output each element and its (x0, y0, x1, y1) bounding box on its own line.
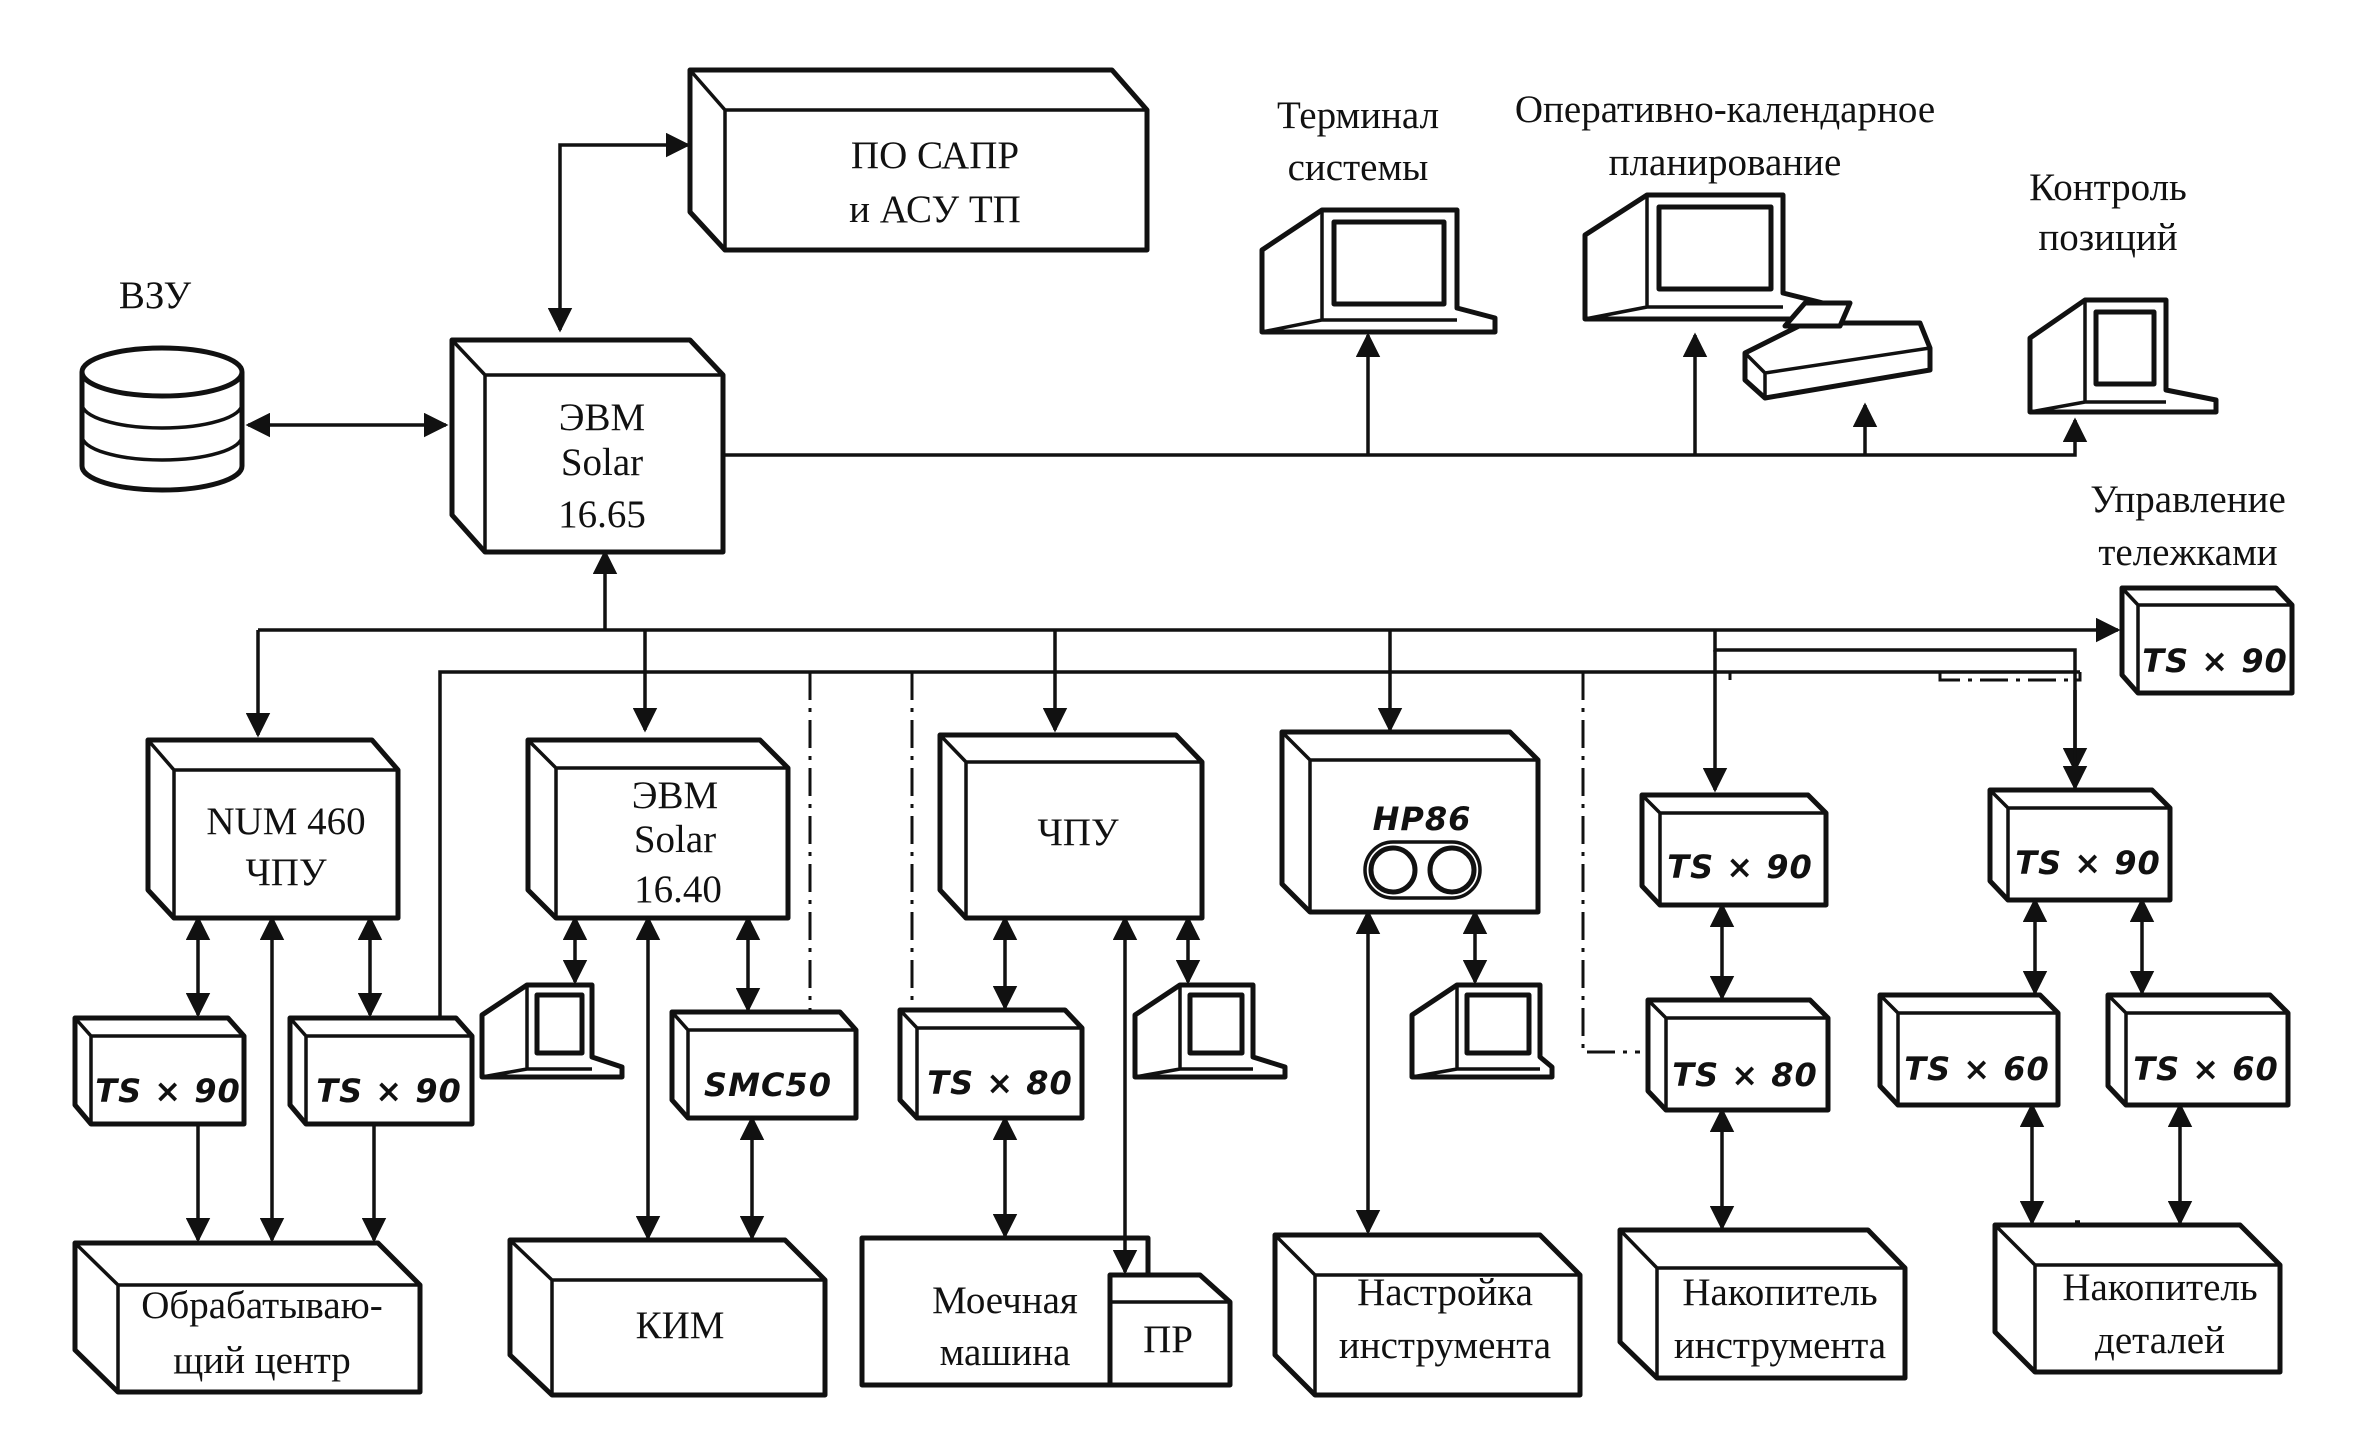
chpu-label: ЧПУ (1037, 811, 1119, 854)
hp86-box: HP86 (1279, 729, 1541, 915)
washing-machine-box: Моечная машина ПР (859, 1235, 1233, 1388)
vzu-label: ВЗУ (119, 274, 192, 317)
evm-main-line1: ЭВМ (559, 396, 645, 439)
smc50-box: SMC50 (669, 1009, 859, 1121)
po-sapr-line1: ПО САПР (851, 134, 1019, 177)
kim-label: КИМ (636, 1304, 725, 1347)
col6-ts60-left-label: TS × 60 (1904, 1050, 2050, 1088)
terminal-label-2: системы (1288, 146, 1429, 189)
parts-storage-box: Накопитель деталей (1992, 1222, 2283, 1375)
col6-ts60-left-box: TS × 60 (1877, 992, 2061, 1108)
printer-icon (1742, 300, 1933, 401)
hp86-terminal-icon (1409, 982, 1555, 1080)
machining-center-box: Обрабатываю- щий центр (72, 1240, 423, 1395)
col6-ts90-label: TS × 90 (2015, 844, 2161, 882)
evm-1640-box: ЭВМ Solar 16.40 (525, 737, 791, 921)
hp86-label: HP86 (1373, 800, 1472, 838)
position-control-label-1: Контроль (2029, 166, 2187, 209)
tool-setup-line1: Настройка (1357, 1271, 1533, 1314)
col3-terminal-icon (1132, 982, 1288, 1080)
col5-ts80-label: TS × 80 (1672, 1056, 1818, 1094)
col6-ts90-box: TS × 90 (1987, 787, 2173, 903)
evm-1640-line3: 16.40 (634, 868, 722, 911)
evm-1640-line2: Solar (634, 818, 716, 861)
evm-1640-line1: ЭВМ (632, 774, 718, 817)
tool-setup-box: Настройка инструмента (1272, 1232, 1583, 1398)
pr-label: ПР (1143, 1318, 1193, 1361)
col5-ts80-box: TS × 80 (1645, 997, 1831, 1113)
tool-setup-line2: инструмента (1339, 1324, 1551, 1367)
col3-ts80-label: TS × 80 (927, 1064, 1073, 1102)
parts-storage-line1: Накопитель (2062, 1266, 2257, 1309)
col1-ts90-right-box: TS × 90 (287, 1015, 475, 1127)
tool-storage-line1: Накопитель (1682, 1271, 1877, 1314)
planning-label-1: Оперативно-календарное (1515, 88, 1935, 131)
evm-1640-terminal-icon (479, 982, 625, 1080)
chpu-box: ЧПУ (937, 732, 1205, 921)
washing-machine-line1: Моечная (932, 1279, 1078, 1322)
col1-ts90-right-label: TS × 90 (316, 1072, 462, 1110)
col6-ts60-right-label: TS × 60 (2133, 1050, 2279, 1088)
tool-storage-box: Накопитель инструмента (1617, 1227, 1908, 1381)
cart-control-label-1: Управление (2090, 478, 2286, 521)
smc50-label: SMC50 (704, 1066, 832, 1104)
planning-computer-icon (1582, 192, 1826, 322)
vzu-storage: ВЗУ (79, 274, 245, 493)
evm-main-box: ЭВМ Solar 16.65 (449, 337, 726, 555)
cart-control-ts90-label: TS × 90 (2142, 642, 2288, 680)
tool-storage-line2: инструмента (1674, 1324, 1886, 1367)
num460-box: NUM 460 ЧПУ (145, 737, 401, 921)
terminal-label-1: Терминал (1277, 94, 1439, 137)
col5-ts90-label: TS × 90 (1667, 848, 1813, 886)
position-control-label-2: позиций (2038, 216, 2177, 259)
col1-ts90-left-box: TS × 90 (72, 1015, 247, 1127)
machining-center-line1: Обрабатываю- (141, 1284, 383, 1327)
num460-line2: ЧПУ (245, 851, 327, 894)
planning-label-2: планирование (1609, 141, 1842, 184)
cart-control-ts90-box: TS × 90 (2119, 585, 2295, 696)
washing-machine-line2: машина (940, 1331, 1071, 1374)
terminal-computer-icon (1259, 207, 1498, 335)
col5-ts90-box: TS × 90 (1639, 792, 1829, 908)
col1-ts90-left-label: TS × 90 (95, 1072, 241, 1110)
evm-main-line3: 16.65 (558, 493, 646, 536)
col3-ts80-box: TS × 80 (897, 1007, 1085, 1121)
col6-ts60-right-box: TS × 60 (2105, 992, 2291, 1108)
evm-main-line2: Solar (561, 441, 643, 484)
num460-line1: NUM 460 (206, 800, 365, 843)
cart-control-label-2: тележками (2098, 531, 2277, 574)
machining-center-line2: щий центр (173, 1339, 351, 1382)
po-sapr-line2: и АСУ ТП (849, 188, 1021, 231)
position-control-computer-icon (2027, 297, 2219, 415)
parts-storage-line2: деталей (2095, 1319, 2225, 1362)
po-sapr-box: ПО САПР и АСУ ТП (687, 67, 1150, 253)
kim-box: КИМ (507, 1237, 828, 1398)
